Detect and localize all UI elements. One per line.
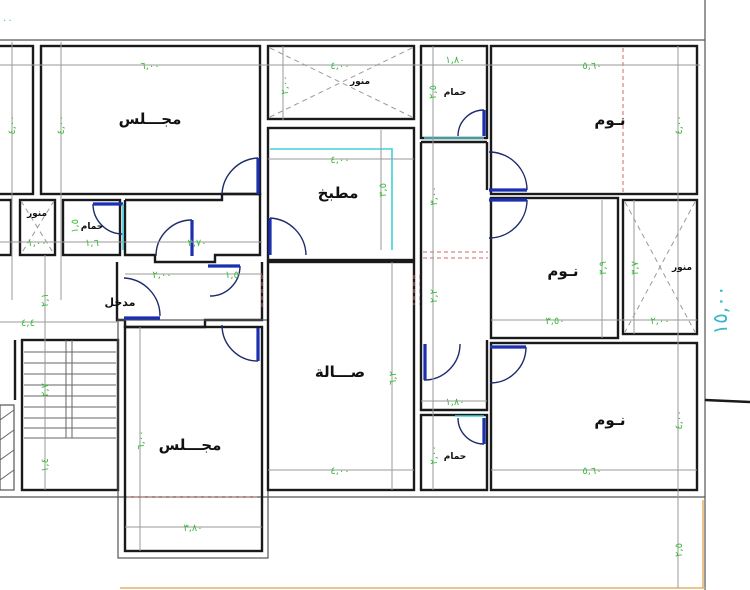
wall-majlis-top xyxy=(39,44,262,196)
hatched-area xyxy=(0,404,15,491)
dim-corridor-right-height2: ٢,٢ xyxy=(429,289,440,303)
wall-hall-left xyxy=(123,192,262,264)
room-label-bath-top: حمام xyxy=(444,88,467,98)
room-label-entrance: مدخل xyxy=(105,296,136,309)
stair-treads xyxy=(24,340,116,439)
door-bedroom-top xyxy=(488,151,528,192)
door-hall-small xyxy=(208,264,241,297)
dim-storage-top-width: ٤,٠٠ xyxy=(330,61,349,72)
door-bath-bottom xyxy=(455,415,486,445)
dim-storage-right-height: ٣,٧ xyxy=(630,260,641,275)
wall-corridor-lower xyxy=(419,258,489,412)
dim-majlis-top-width: ٦,٠٠ xyxy=(140,61,159,72)
dim-stair-d: ١,٤ xyxy=(40,458,51,472)
door-bedroom-bottom xyxy=(489,345,527,384)
door-bath-top xyxy=(424,109,486,139)
dim-bath-top-width: ١,٨٠ xyxy=(445,55,464,66)
dim-majlis-bottom-width: ٣,٨٠ xyxy=(183,523,202,534)
dim-living-width: ٤,٠٠ xyxy=(330,466,349,477)
room-label-storage-top: منور xyxy=(349,77,370,87)
room-label-bedroom-bottom: نـوم xyxy=(594,411,625,429)
dim-bath-top-height: ٢,٥ xyxy=(428,85,439,99)
wall-bath-bottom xyxy=(419,413,489,492)
dim-bedroom-middle-height: ٣,٩ xyxy=(598,261,609,275)
wall-majlis-bottom xyxy=(123,325,264,553)
door-bedroom-middle xyxy=(488,198,528,239)
room-label-living: صـــالة xyxy=(315,363,365,381)
dim-bath-bottom-height: ٢,٠٠ xyxy=(429,445,440,464)
door-entrance xyxy=(123,277,161,320)
room-label-bedroom-top: نـوم xyxy=(594,111,625,129)
dim-storage-right-width: ٢,٠٠ xyxy=(650,316,669,327)
dim-left-strip-height: ٤,٠٠ xyxy=(7,115,18,134)
storage-left-cross-2 xyxy=(20,200,55,255)
door-majlis-top xyxy=(221,157,260,195)
room-label-majlis-bottom: مجـــلس xyxy=(159,436,222,454)
dim-bedroom-bottom-height: ٤,٠٠ xyxy=(674,410,685,429)
dim-bedroom-top-width: ٥,٦٠ xyxy=(582,61,601,72)
room-label-storage-right: منور xyxy=(671,263,692,273)
dim-living-height: ٦,٢ xyxy=(388,371,399,385)
dim-bedroom-top-height: ٤,٠٠ xyxy=(674,115,685,134)
door-kitchen xyxy=(268,217,307,256)
dim-storage-top-height: ٢,٠٠ xyxy=(280,75,291,94)
dim-bath-bottom-width: ١,٨٠ xyxy=(445,397,464,408)
dimension-lines xyxy=(0,42,700,588)
dim-corridor-right-height: ٣,٠٠ xyxy=(429,186,440,205)
wall-bedroom-bottom xyxy=(489,341,699,492)
wall-left-small xyxy=(0,198,13,257)
wall-bedroom-middle xyxy=(489,196,620,340)
dim-stair-b: ٢,١ xyxy=(40,293,51,307)
dim-kitchen-width: ٤,٠٠ xyxy=(330,155,349,166)
dim-stair-a: ٤,٤ xyxy=(21,318,35,329)
wall-bath-left xyxy=(61,198,122,257)
room-label-bedroom-middle: نـوم xyxy=(547,262,578,280)
wall-storage-right xyxy=(621,198,699,336)
dim-kitchen-height: ٣,٥ xyxy=(378,183,389,197)
room-label-bath-bottom: حمام xyxy=(444,452,467,462)
door-hall-left xyxy=(155,219,194,257)
storage-cross-2 xyxy=(269,47,413,118)
dim-majlis-top-height: ٤,٠٠ xyxy=(56,115,67,134)
room-label-bath-left: حمام xyxy=(81,222,104,232)
dim-overall-width: ١٥,٠٠ xyxy=(708,285,732,334)
dim-bath-left-width: ١,٦ xyxy=(85,238,99,249)
dim-entrance-side: ١,٥ xyxy=(225,270,239,281)
dimension-label-top-partial: ٠٠ xyxy=(2,15,13,26)
dim-majlis-bottom-height: ٦,٠٠ xyxy=(136,430,147,449)
dim-bedroom-bottom-width: ٥,٦٠ xyxy=(582,466,601,477)
storage-cross-1 xyxy=(269,47,413,118)
wall-left-strip xyxy=(0,44,35,196)
room-label-kitchen: مطبخ xyxy=(318,184,359,202)
room-label-majlis-top: مجـــلس xyxy=(119,110,182,128)
kitchen-counter xyxy=(270,148,393,250)
dim-storage-left-width: ١,٠٠ xyxy=(27,238,46,249)
door-corridor-lower xyxy=(423,343,461,381)
dim-bedroom-middle-width: ٣,٥٠ xyxy=(545,316,564,327)
wall-bedroom-top xyxy=(489,44,699,196)
storage-right-cross-2 xyxy=(624,201,696,333)
dim-entrance-width: ٢,٠٠ xyxy=(152,270,171,281)
door-majlis-bottom xyxy=(221,324,260,362)
wall-kitchen xyxy=(266,126,416,262)
wall-storage-top xyxy=(266,44,416,121)
neighbor-boundary-line xyxy=(704,398,750,404)
room-label-storage-left: منور xyxy=(26,209,47,219)
dim-bath-left-height: ١,٥ xyxy=(70,219,81,233)
wall-storage-left xyxy=(18,198,57,257)
dim-stair-c: ٢,٧ xyxy=(40,382,51,397)
dim-hall-left-width: ٢,٧٠ xyxy=(187,238,206,249)
dim-setback-height: ٢,٥ xyxy=(674,543,685,557)
wall-living xyxy=(266,260,416,492)
